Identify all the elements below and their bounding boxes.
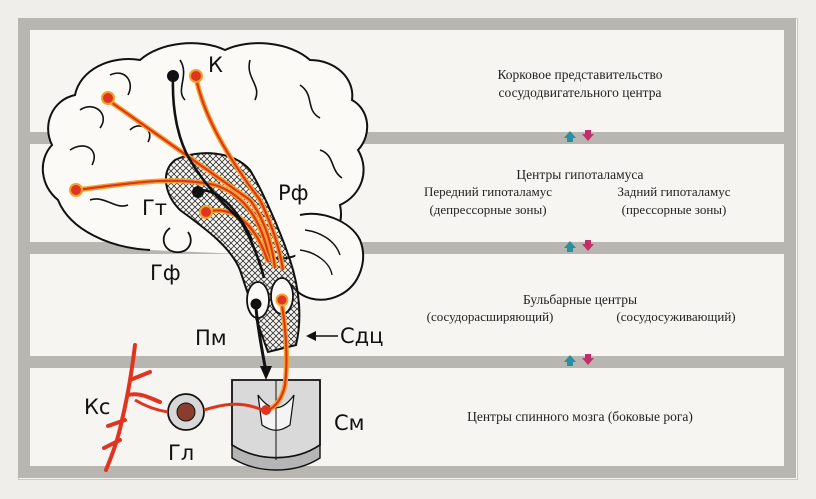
cortex-red-node [189, 69, 203, 83]
cortex-black-node [167, 70, 179, 82]
level-arrows-icon [564, 354, 594, 366]
hypothalamus-anterior-name: Передний гипоталамус [423, 184, 553, 199]
label-gf: Гф [150, 261, 181, 285]
bulbar-red-node [275, 293, 289, 307]
hypothalamus-anterior-note: (депрессорные зоны) [429, 202, 547, 217]
hypothalamus-red-node [199, 205, 213, 219]
bulbar-title: Бульбарные центры [522, 292, 638, 307]
hypothalamus-posterior-note: (прессорные зоны) [621, 202, 727, 217]
cortex-path-black [171, 77, 266, 279]
hypothalamus-title: Центры гипоталамуса [516, 167, 644, 182]
band-divider-3 [18, 356, 796, 368]
preganglionic-path [203, 402, 263, 412]
blood-vessel [102, 343, 162, 472]
label-gl: Гл [168, 441, 194, 465]
label-rf: Рф [278, 181, 309, 205]
band-bottom [18, 466, 796, 478]
label-sdc: Сдц [340, 324, 383, 348]
bulbar-constrictor-note: (сосудосуживающий) [616, 309, 736, 324]
cortex-label-line2: сосудодвигательного центра [498, 85, 662, 100]
label-gt: Гт [142, 196, 167, 220]
postganglionic-path [134, 398, 169, 414]
band-top [18, 18, 796, 30]
cerebellum [291, 212, 365, 301]
label-ks: Кс [84, 395, 110, 419]
bulbar-black-node [250, 298, 262, 310]
bulbar-dilator-note: (сосудорасширяющий) [426, 309, 554, 324]
hypothalamus-black-node [192, 186, 204, 198]
brain-outline [41, 42, 369, 260]
hypothalamus-posterior-name: Задний гипоталамус [617, 184, 731, 199]
level-arrows-icon [564, 240, 594, 252]
cortex-red-node-lower [69, 183, 83, 197]
spinal-title: Центры спинного мозга (боковые рога) [467, 409, 693, 424]
pituitary [162, 227, 192, 254]
label-sm: См [334, 411, 365, 435]
spinal-red-node [261, 405, 271, 415]
bulbar-path-black [254, 307, 268, 373]
cortex-red-node-left [101, 91, 115, 105]
level-arrows-icon [564, 130, 594, 142]
label-pm: Пм [195, 326, 227, 350]
cortex-label-line1: Корковое представительство [497, 67, 663, 82]
label-k: К [208, 53, 223, 77]
